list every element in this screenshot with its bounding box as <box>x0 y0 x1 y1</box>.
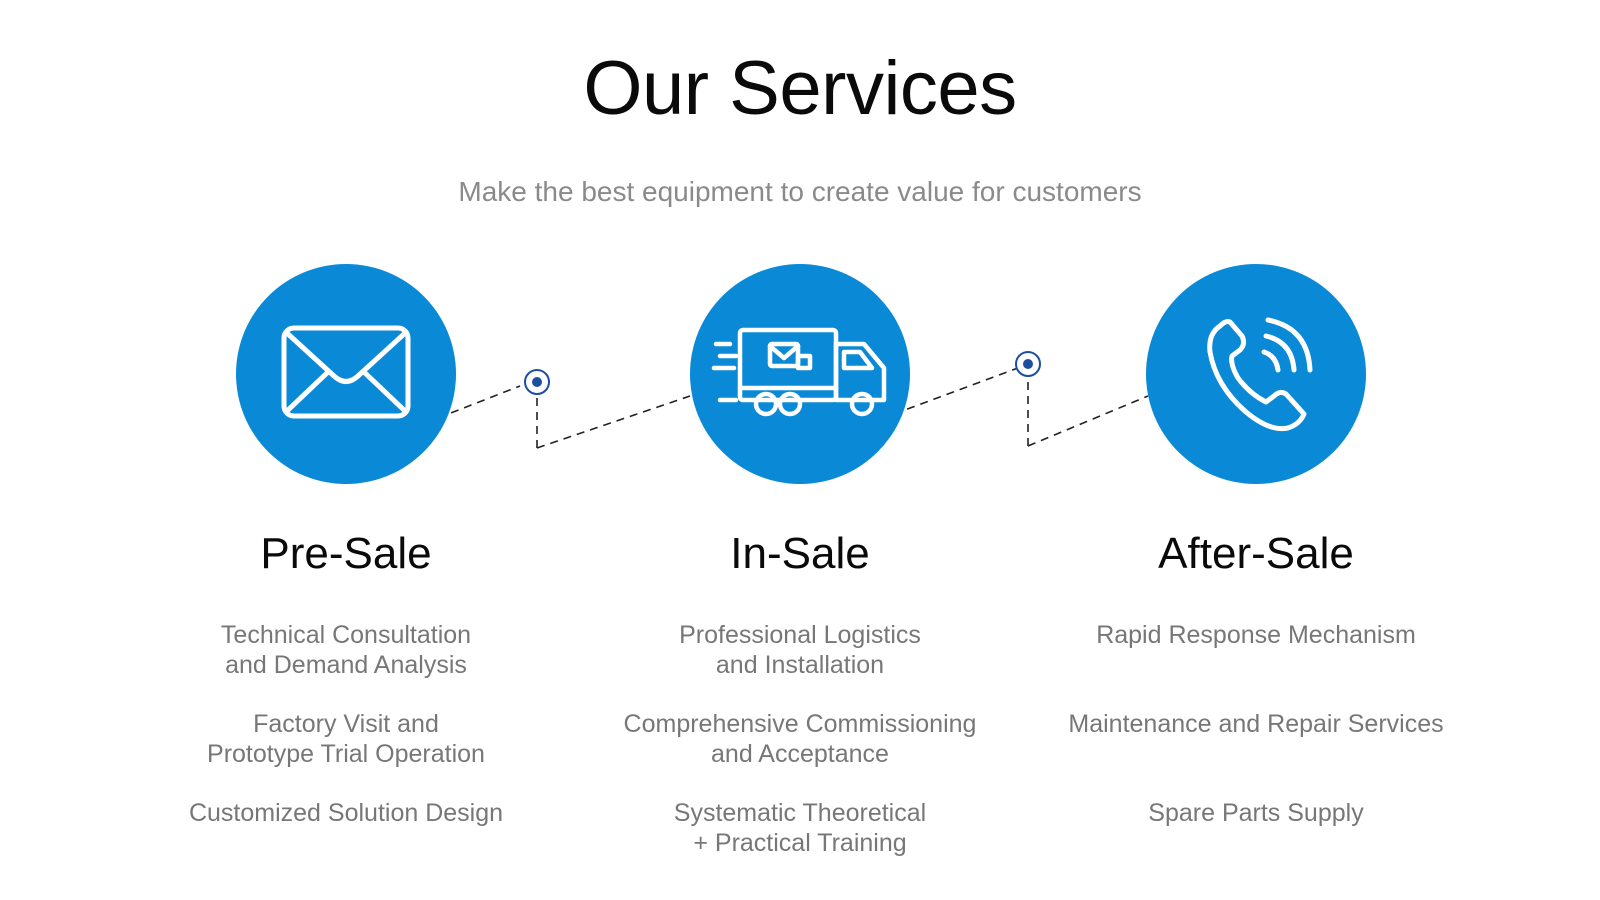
service-item: Systematic Theoretical + Practical Train… <box>673 799 927 857</box>
column-title: In-Sale <box>730 529 870 578</box>
service-item: Spare Parts Supply <box>1148 799 1364 827</box>
service-item: Comprehensive Commissioning and Acceptan… <box>623 710 977 768</box>
service-item: Technical Consultation and Demand Analys… <box>220 621 472 679</box>
service-column-in-sale: In-Sale Professional Logistics and Insta… <box>590 0 1010 900</box>
page-subtitle: Make the best equipment to create value … <box>458 176 1142 207</box>
service-item: Rapid Response Mechanism <box>1096 621 1416 649</box>
service-item: Customized Solution Design <box>188 799 504 827</box>
delivery-truck-icon <box>711 327 887 417</box>
service-item: Factory Visit and Prototype Trial Operat… <box>207 710 485 768</box>
column-title: Pre-Sale <box>260 529 432 578</box>
service-item: Maintenance and Repair Services <box>1068 710 1444 738</box>
icon-circle <box>236 264 456 484</box>
service-column-after-sale: After-Sale Rapid Response Mechanism Main… <box>1046 0 1466 900</box>
icon-circle <box>690 264 910 484</box>
envelope-icon <box>281 325 411 419</box>
service-item: Professional Logistics and Installation <box>679 621 921 679</box>
service-column-pre-sale: Pre-Sale Technical Consultation and Dema… <box>136 0 556 900</box>
icon-circle <box>1146 264 1366 484</box>
page-title: Our Services <box>583 46 1017 131</box>
pin-marker-2 <box>1015 351 1041 377</box>
phone-icon <box>1207 317 1313 432</box>
column-title: After-Sale <box>1158 529 1354 578</box>
